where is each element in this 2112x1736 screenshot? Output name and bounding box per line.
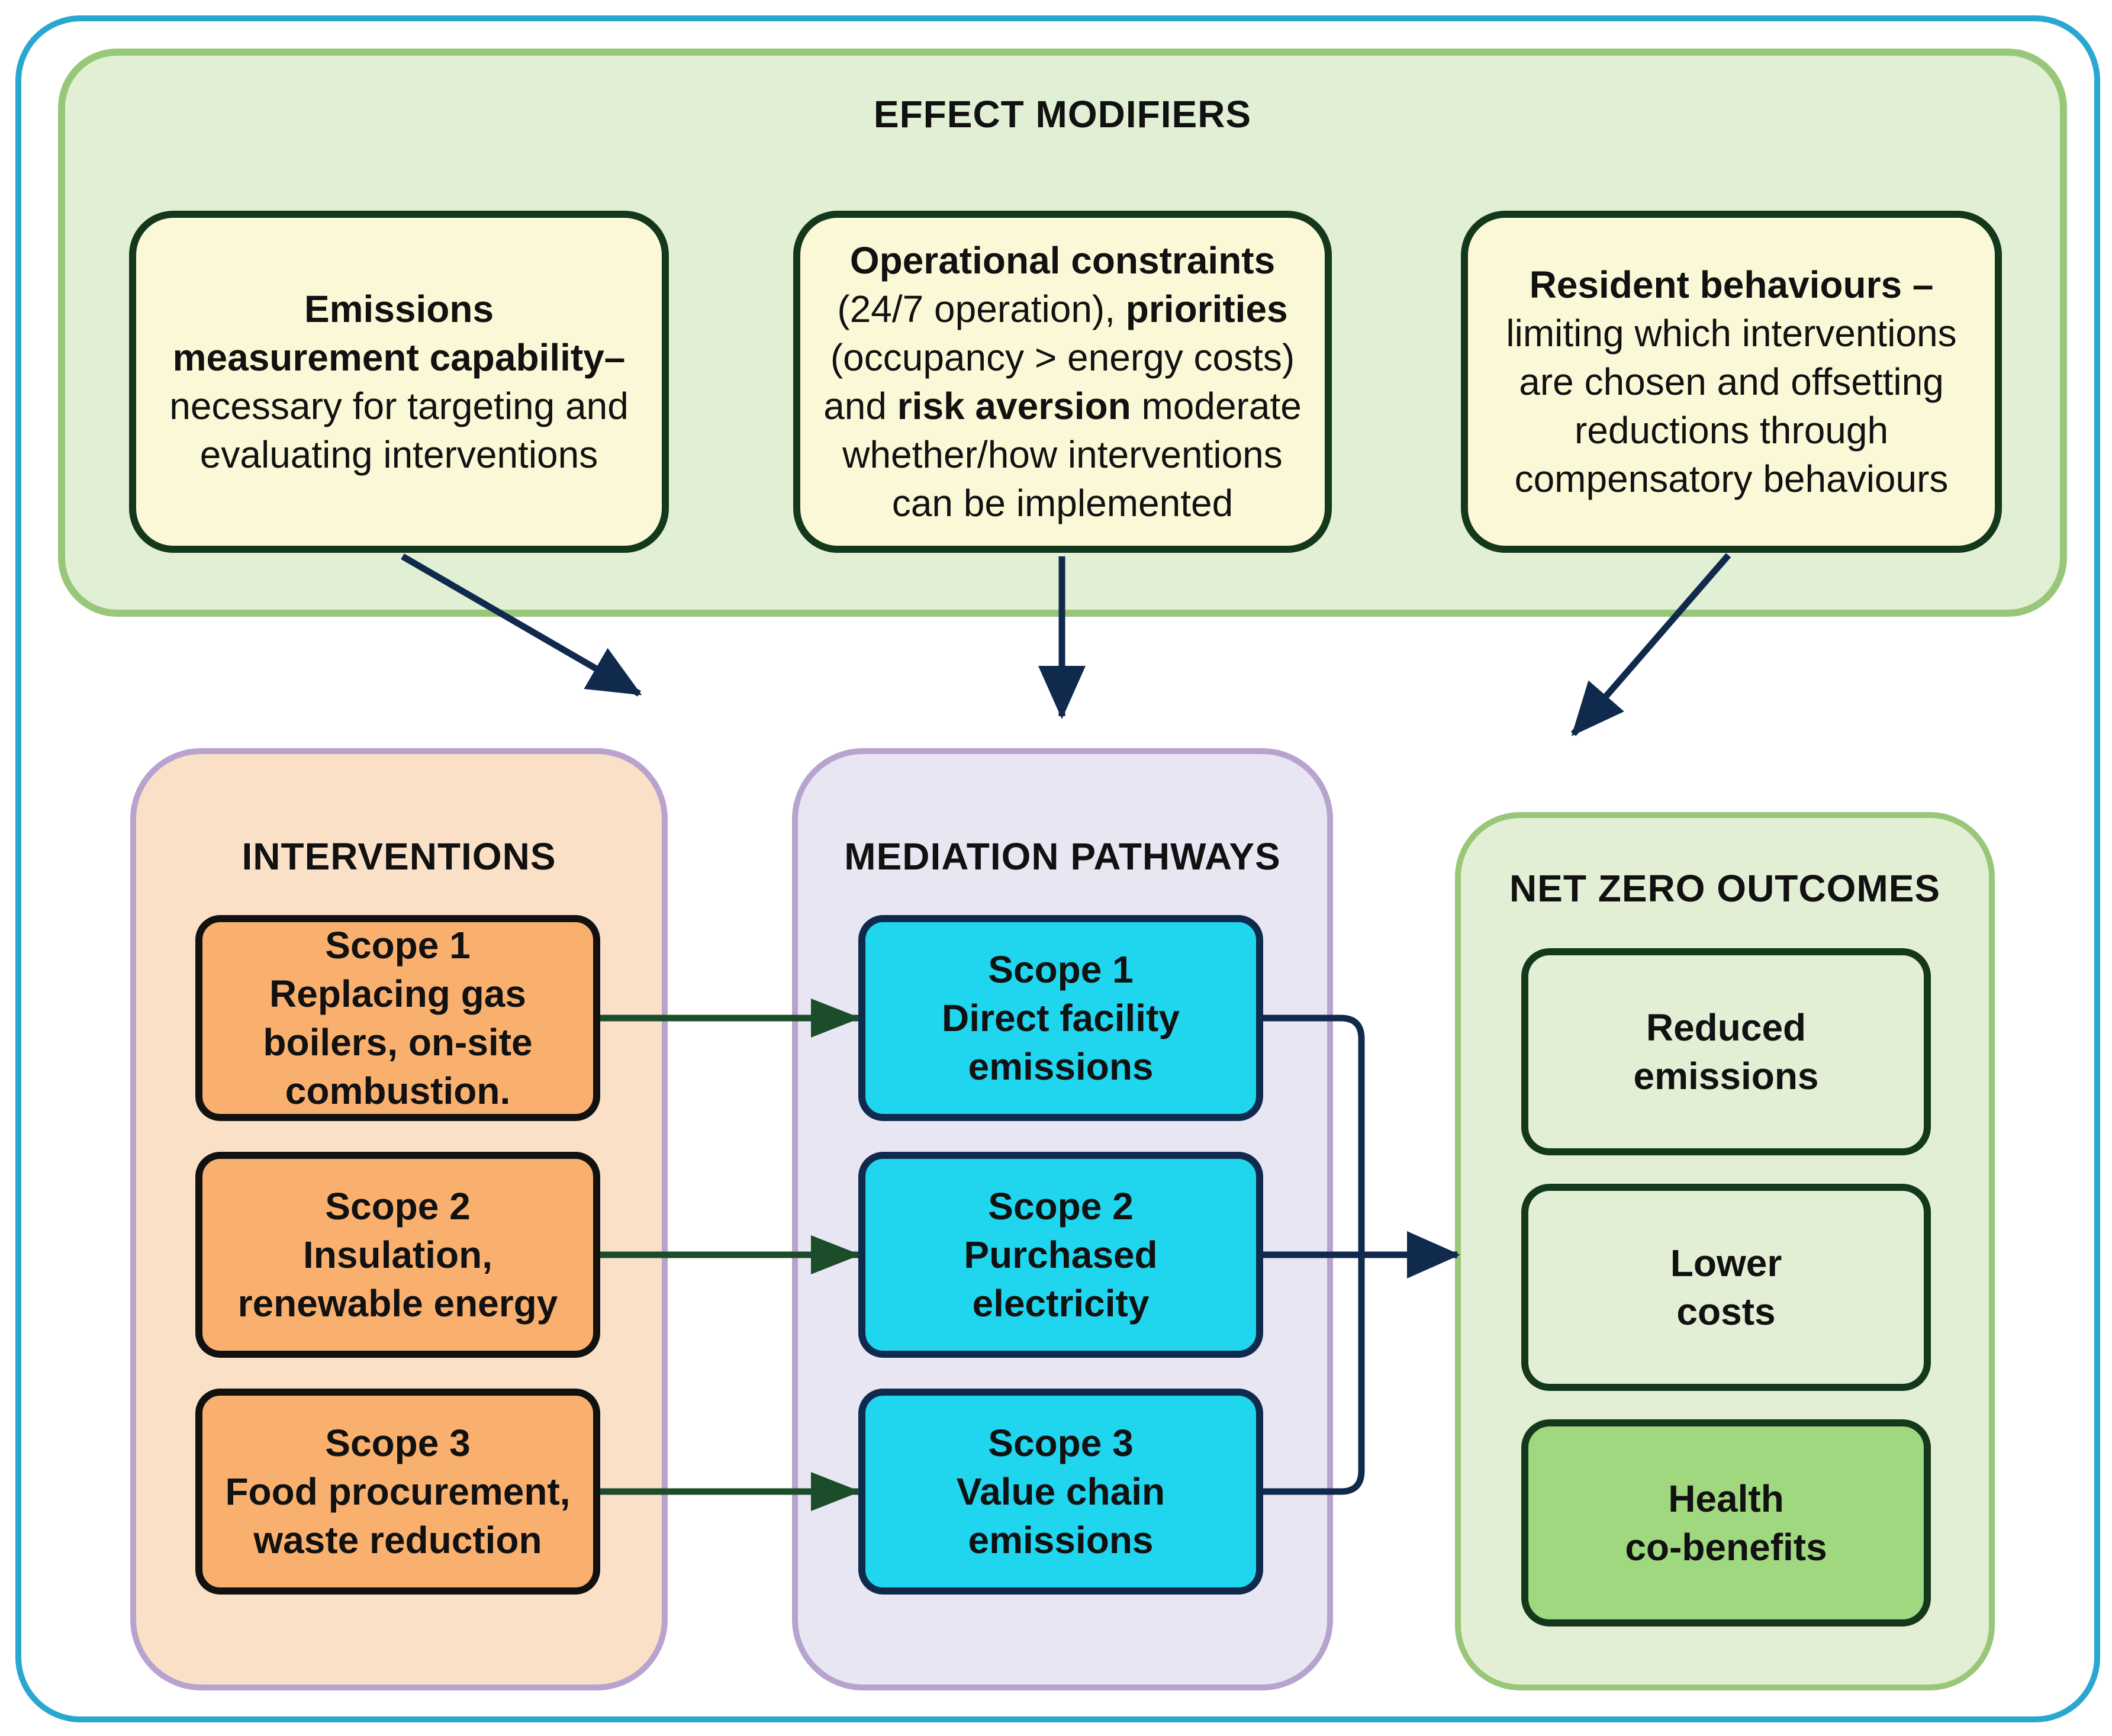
modifier-line: can be implemented: [823, 479, 1302, 527]
modifier-line: are chosen and offsetting: [1506, 357, 1956, 406]
modifier-line: reductions through: [1506, 406, 1956, 455]
outcome-reduced-emissions: Reduced emissions: [1521, 948, 1931, 1155]
modifier-text-run: and: [823, 385, 897, 427]
modifier-line: Emissions: [169, 285, 629, 333]
arrow-measurement-to-interventions: [401, 553, 642, 697]
mediation-line: emissions: [968, 1519, 1154, 1561]
modifier-text-run: (24/7 operation),: [837, 288, 1126, 330]
intervention-line: boilers, on-site: [263, 1021, 533, 1064]
outcome-line: co-benefits: [1625, 1526, 1827, 1568]
modifier-text-run: reductions through: [1574, 409, 1889, 452]
mediation-scope-label: Scope 1: [988, 948, 1134, 991]
modifier-line: and risk aversion moderate: [823, 382, 1302, 430]
modifier-text-run: evaluating interventions: [199, 433, 598, 476]
intervention-scope-label: Scope 2: [325, 1185, 471, 1228]
modifier-line: measurement capability–: [169, 333, 629, 382]
modifier-line: limiting which interventions: [1506, 309, 1956, 357]
modifier-text-run: (occupancy > energy costs): [830, 336, 1295, 379]
modifier-text-run: compensatory behaviours: [1514, 458, 1949, 500]
mediation-scope-3: Scope 3 Value chain emissions: [858, 1389, 1263, 1595]
effect-modifiers-title: EFFECT MODIFIERS: [873, 93, 1252, 136]
intervention-scope-label: Scope 3: [325, 1422, 471, 1464]
mediation-line: emissions: [968, 1045, 1154, 1088]
modifier-line: necessary for targeting and: [169, 382, 629, 430]
mediation-line: Value chain: [956, 1470, 1166, 1513]
mediation-line: Direct facility: [942, 997, 1180, 1039]
outcome-line: emissions: [1633, 1055, 1819, 1097]
modifier-text-run: limiting which interventions: [1506, 312, 1957, 355]
modifier-text-run: can be implemented: [891, 482, 1234, 524]
modifier-line: evaluating interventions: [169, 430, 629, 479]
outcome-line: Lower: [1670, 1242, 1782, 1284]
modifier-text-run: whether/how interventions: [842, 433, 1283, 476]
outcome-line: Health: [1668, 1477, 1784, 1520]
intervention-scope-label: Scope 1: [325, 924, 471, 967]
intervention-scope-1: Scope 1 Replacing gas boilers, on-site c…: [195, 915, 600, 1121]
outcomes-title: NET ZERO OUTCOMES: [1509, 867, 1941, 910]
modifier-line: (24/7 operation), priorities: [823, 285, 1302, 333]
modifier-text-resident: Resident behaviours – limiting which inte…: [1506, 260, 1956, 503]
modifier-line: whether/how interventions: [823, 430, 1302, 479]
modifier-box-measurement: Emissions measurement capability– necessar…: [129, 211, 669, 553]
modifier-text-run: are chosen and offsetting: [1519, 360, 1944, 403]
modifier-line: Resident behaviours –: [1506, 260, 1956, 309]
modifier-text-measurement: Emissions measurement capability– necessar…: [169, 285, 629, 479]
modifier-box-resident: Resident behaviours – limiting which inte…: [1461, 211, 2002, 553]
intervention-line: Replacing gas: [269, 972, 526, 1015]
outcome-lower-costs: Lower costs: [1521, 1184, 1931, 1391]
intervention-scope-2: Scope 2 Insulation, renewable energy: [195, 1152, 600, 1358]
modifier-bold-run: Resident behaviours –: [1529, 263, 1934, 306]
modifier-text-run: moderate: [1131, 385, 1302, 427]
mediation-scope-2: Scope 2 Purchased electricity: [858, 1152, 1263, 1358]
modifier-line: Operational constraints: [823, 236, 1302, 285]
outcome-health-co-benefits: Health co-benefits: [1521, 1419, 1931, 1627]
arrow-resident-to-outcomes: [1570, 553, 1731, 736]
outcome-line: costs: [1676, 1290, 1776, 1333]
modifier-text-run: necessary for targeting and: [169, 385, 629, 427]
outcome-line: Reduced: [1646, 1006, 1807, 1049]
modifier-box-operational: Operational constraints(24/7 operation),…: [793, 211, 1332, 553]
modifier-bold-run: priorities: [1125, 288, 1288, 330]
modifier-line: compensatory behaviours: [1506, 455, 1956, 503]
intervention-line: waste reduction: [253, 1519, 542, 1561]
modifier-line: (occupancy > energy costs): [823, 333, 1302, 382]
mediation-scope-1: Scope 1 Direct facility emissions: [858, 915, 1263, 1121]
modifier-bold-run: Emissions: [304, 288, 494, 330]
intervention-line: Food procurement,: [225, 1470, 571, 1513]
modifier-bold-run: risk aversion: [897, 385, 1131, 427]
diagram-frame: [15, 15, 2100, 1722]
modifier-text-operational: Operational constraints(24/7 operation),…: [823, 236, 1302, 527]
modifier-bold-run: Operational constraints: [849, 239, 1276, 282]
mediation-line: electricity: [972, 1282, 1150, 1325]
mediation-line: Purchased: [964, 1233, 1158, 1276]
intervention-line: renewable energy: [237, 1282, 558, 1325]
interventions-title: INTERVENTIONS: [242, 835, 556, 878]
modifier-bold-run: measurement capability–: [172, 336, 626, 379]
mediation-title: MEDIATION PATHWAYS: [844, 835, 1281, 878]
intervention-line: Insulation,: [303, 1233, 492, 1276]
mediation-scope-label: Scope 3: [988, 1422, 1134, 1464]
intervention-scope-3: Scope 3 Food procurement, waste reductio…: [195, 1389, 600, 1595]
mediation-scope-label: Scope 2: [988, 1185, 1134, 1228]
intervention-line: combustion.: [285, 1070, 511, 1112]
